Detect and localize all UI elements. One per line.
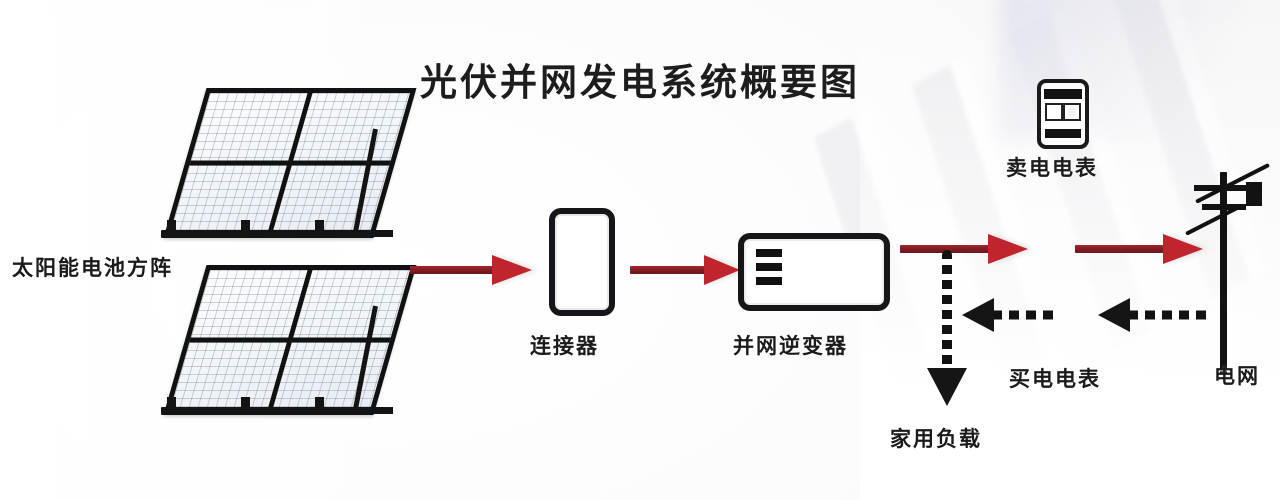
panel-divider-horizontal bbox=[189, 160, 391, 166]
arrow-head-left bbox=[1098, 298, 1130, 332]
arrow-head bbox=[988, 234, 1028, 264]
arrow-head bbox=[492, 255, 532, 285]
arrow-shaft bbox=[1075, 245, 1167, 253]
arrow-head-down bbox=[927, 368, 967, 406]
arrow-shaft bbox=[410, 266, 498, 274]
arrow-head-left bbox=[962, 298, 994, 332]
pole-insulator-block bbox=[1246, 182, 1262, 206]
meter-nameplate bbox=[1045, 129, 1081, 138]
panel-base-rail-rear bbox=[345, 407, 393, 414]
panel-base-rail bbox=[161, 230, 371, 238]
page-title: 光伏并网发电系统概要图 bbox=[420, 61, 860, 104]
label-connector: 连接器 bbox=[530, 334, 599, 358]
utility-pole-icon bbox=[1180, 160, 1280, 375]
panel-foot-right bbox=[315, 397, 324, 409]
panel-base-rail-rear bbox=[345, 230, 393, 237]
panel-base-rail bbox=[161, 407, 371, 415]
pole-mast bbox=[1220, 172, 1227, 375]
label-buy-meter: 买电电表 bbox=[1009, 367, 1101, 391]
panel-divider-horizontal bbox=[189, 337, 391, 343]
flow-connector-to-inverter bbox=[630, 255, 744, 285]
meter-display-band bbox=[1044, 89, 1082, 99]
arrow-dashes bbox=[1128, 310, 1210, 320]
flow-branch-to-home-load bbox=[925, 250, 969, 422]
connector-body bbox=[549, 208, 615, 316]
panel-board bbox=[163, 265, 417, 415]
label-home-load: 家用负载 bbox=[890, 427, 982, 451]
arrow-shaft bbox=[630, 266, 708, 274]
panel-foot-mid bbox=[241, 220, 250, 232]
meter-body bbox=[1037, 79, 1089, 149]
label-grid-inverter: 并网逆变器 bbox=[733, 334, 848, 358]
meter-window-right bbox=[1063, 103, 1081, 121]
flow-sell-meter-to-grid bbox=[1075, 234, 1207, 264]
pole-crossarm-lower bbox=[1202, 204, 1246, 210]
arrow-head bbox=[1163, 234, 1203, 264]
flow-buy-meter-to-branch bbox=[962, 298, 1060, 332]
panel-foot-right bbox=[315, 220, 324, 232]
inverter-indicator-1 bbox=[756, 249, 782, 257]
panel-foot-left bbox=[167, 397, 176, 409]
flow-inverter-to-sell-meter bbox=[900, 234, 1032, 264]
panel-foot-mid bbox=[241, 397, 250, 409]
arrow-head bbox=[704, 255, 740, 285]
label-solar-array: 太阳能电池方阵 bbox=[12, 256, 173, 280]
arrow-shaft bbox=[900, 245, 992, 253]
panel-foot-left bbox=[167, 220, 176, 232]
arrow-dashes bbox=[992, 310, 1060, 320]
inverter-body bbox=[738, 233, 890, 311]
panel-board bbox=[163, 88, 417, 238]
flow-array-to-connector bbox=[410, 255, 536, 285]
meter-window-left bbox=[1045, 103, 1063, 121]
inverter-indicator-2 bbox=[756, 263, 782, 271]
arrow-dots bbox=[942, 250, 952, 370]
flow-grid-to-buy-meter bbox=[1098, 298, 1210, 332]
label-sell-meter: 卖电电表 bbox=[1006, 156, 1098, 180]
inverter-indicator-3 bbox=[756, 277, 782, 285]
label-power-grid: 电网 bbox=[1214, 364, 1260, 388]
